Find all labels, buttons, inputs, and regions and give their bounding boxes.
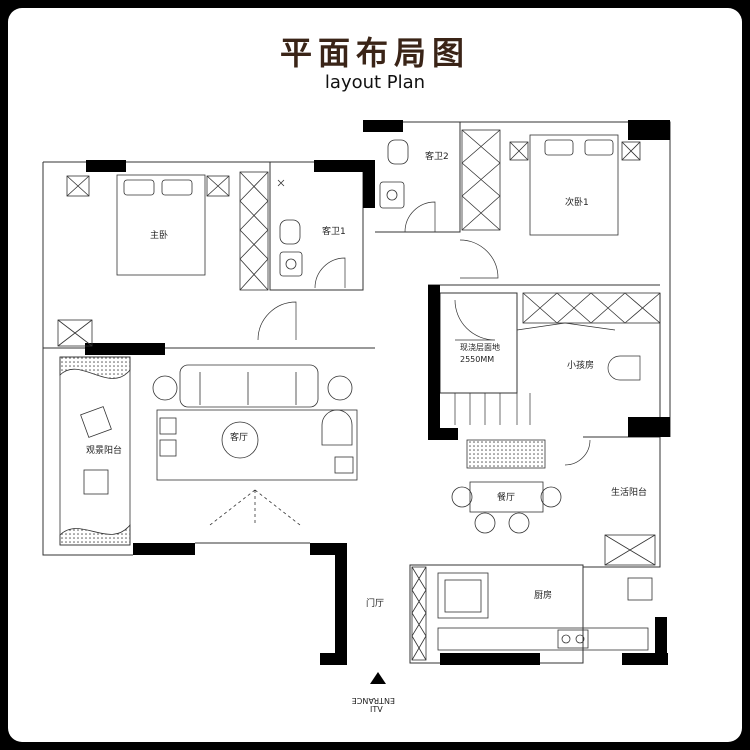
label-mezzanine-size: 2550MM [460, 355, 494, 364]
label-mezzanine: 现浇层面地 [460, 342, 500, 352]
bathroom-fixtures [277, 139, 409, 277]
label-dining-room: 餐厅 [497, 491, 515, 503]
thick-walls [85, 120, 670, 665]
master-bed [66, 174, 230, 276]
page-subtitle: layout Plan [324, 72, 426, 93]
label-guest-bath-2: 客卫2 [425, 150, 449, 162]
balcony [59, 356, 131, 546]
second-bed [509, 134, 641, 236]
label-kitchen: 厨房 [534, 589, 552, 601]
label-master-bedroom: 主卧 [150, 229, 168, 241]
entrance-arrow [370, 672, 386, 684]
label-entrance-small: ITV [370, 705, 383, 714]
label-service-balcony: 生活阳台 [611, 486, 647, 498]
label-living-room: 客厅 [230, 431, 248, 443]
kids-room [454, 322, 641, 425]
label-guest-bath-1: 客卫1 [322, 225, 346, 237]
label-entrance: ENTRANCE [352, 696, 395, 705]
label-view-balcony: 观景阳台 [86, 444, 122, 456]
dining [451, 439, 562, 534]
page-title: 平面布局图 [279, 34, 470, 72]
label-kids-room: 小孩房 [567, 359, 594, 371]
label-foyer: 门厅 [366, 597, 384, 609]
room-labels: 主卧 客卫1 客卫2 次卧1 现浇层面地 2550MM 小孩房 客厅 观景阳台 … [86, 150, 647, 714]
doors [257, 201, 591, 466]
living-furniture [152, 364, 358, 526]
wardrobes [57, 129, 661, 661]
label-second-bedroom: 次卧1 [565, 196, 589, 208]
kitchen-fixtures [437, 572, 653, 651]
